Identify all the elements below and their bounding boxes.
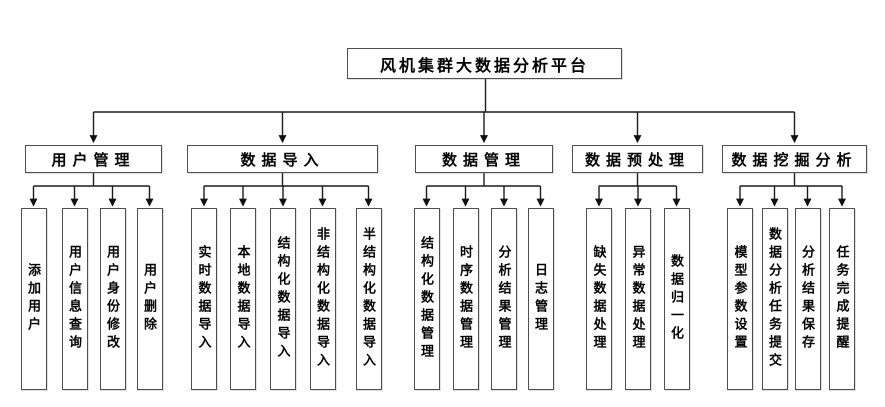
leaf-unstructured-data-import: 非结构化数据导入 <box>309 208 336 390</box>
leaf-semistructured-data-import: 半结构化数据导入 <box>355 208 382 390</box>
leaf-missing-data-processing: 缺失数据处理 <box>586 208 612 390</box>
node-data-import: 数据导入 <box>187 145 378 173</box>
leaf-model-parameter-setting: 模型参数设置 <box>727 208 753 390</box>
leaf-analysis-result-save: 分析结果保存 <box>794 208 821 390</box>
leaf-add-user: 添加用户 <box>20 208 47 390</box>
leaf-user-info-query: 用户信息查询 <box>61 208 88 390</box>
leaf-user-identity-modify: 用户身份修改 <box>99 208 126 390</box>
root-node-platform: 风机集群大数据分析平台 <box>347 48 622 79</box>
node-data-management: 数据管理 <box>415 145 553 173</box>
node-user-management: 用户管理 <box>25 145 162 173</box>
leaf-structured-data-management: 结构化数据管理 <box>413 208 440 390</box>
leaf-timeseries-data-management: 时序数据管理 <box>452 208 479 390</box>
leaf-structured-data-import: 结构化数据导入 <box>270 208 296 390</box>
leaf-user-delete: 用户删除 <box>136 208 163 390</box>
leaf-local-data-import: 本地数据导入 <box>230 208 256 390</box>
leaf-realtime-data-import: 实时数据导入 <box>191 208 217 390</box>
leaf-log-management: 日志管理 <box>527 208 554 390</box>
leaf-task-completion-reminder: 任务完成提醒 <box>829 208 855 390</box>
node-data-preprocessing: 数据预处理 <box>572 145 703 173</box>
leaf-abnormal-data-processing: 异常数据处理 <box>625 208 651 390</box>
leaf-analysis-result-management: 分析结果管理 <box>491 208 517 390</box>
leaf-data-normalization: 数据归一化 <box>663 208 690 390</box>
node-data-mining-analysis: 数据挖掘分析 <box>722 145 867 173</box>
leaf-data-analysis-task-submit: 数据分析任务提交 <box>761 208 788 390</box>
